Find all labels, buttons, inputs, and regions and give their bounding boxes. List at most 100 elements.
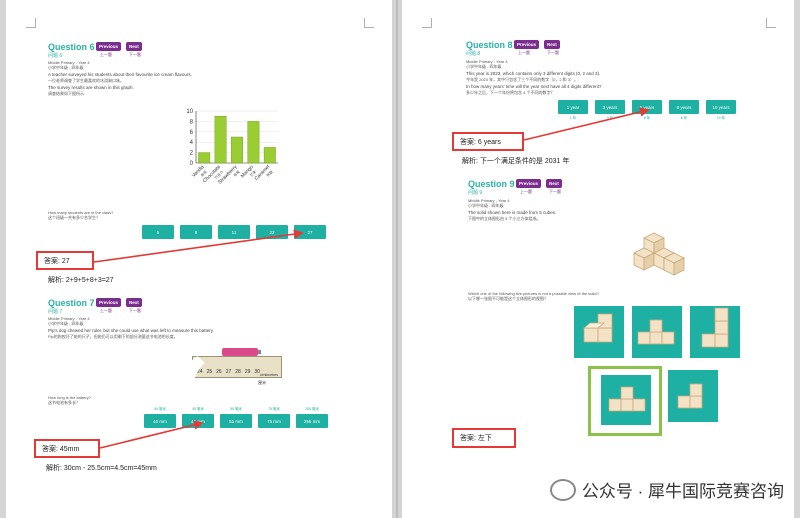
question-text-cn: 今年是 2023 年，其中只包含了三个不同的数字（0，2 和 3）。 (466, 77, 579, 82)
view-option-correct[interactable] (588, 366, 662, 436)
previous-button[interactable]: Previous (96, 42, 122, 51)
question-prompt-cn: 多少年之后，下一个年份将包含 4 个不同的数字？ (466, 90, 555, 95)
level-label: Middle Primary - Year 4 (48, 60, 90, 65)
option-caption: 10 年 (716, 116, 726, 120)
ruler-tick-label: 27 (225, 369, 232, 375)
question-prompt-cn: 以下哪一张图不可能是这个立体图形的视图？ (468, 296, 548, 301)
ruler-unit: centimetres (259, 373, 278, 377)
previous-button[interactable]: Previous (514, 40, 540, 49)
question-prompt: How long is the battery? (48, 395, 91, 400)
previous-caption: 上一题 (518, 50, 530, 55)
answer-box: 答案: 6 years (452, 132, 524, 151)
question-text-cn: 下图中的立体图形由 5 个小立方体组成。 (468, 216, 541, 221)
watermark: 公众号 · 犀牛国际竞赛咨询 (549, 477, 784, 502)
answer-box: 答案: 27 (36, 251, 94, 270)
answer-option[interactable]: 55 mm (220, 414, 252, 428)
question-prompt-cn: 这个班级一共有多少名学生？ (48, 215, 100, 220)
y-tick-label: 6 (190, 130, 194, 136)
ruler-unit-cn: 厘米 (258, 380, 266, 385)
previous-button[interactable]: Previous (516, 179, 542, 188)
question-prompt: In how many years' time will the year ne… (466, 84, 602, 89)
answer-option[interactable]: 5 (142, 225, 174, 239)
question-6-title: Question 6 (48, 42, 95, 52)
next-button[interactable]: Next (126, 42, 142, 51)
battery (222, 348, 258, 356)
next-caption: 下一题 (129, 52, 141, 57)
x-tick-label-cn: 芒果 (249, 169, 258, 178)
document-page-right: Question 8 问题 8 Previous 上一题 Next 下一题 Mi… (402, 0, 794, 518)
ruler-tick-label: 25 (206, 369, 213, 375)
question-8-subtitle: 问题 8 (466, 51, 481, 57)
crop-mark (364, 18, 374, 28)
question-text-cn: 一位老师调查了学生最喜欢的冰淇淋口味。 (48, 78, 124, 83)
bar-chocolate (214, 115, 227, 164)
next-button[interactable]: Next (546, 179, 562, 188)
option-caption: 45 毫米 (192, 407, 204, 411)
previous-caption: 上一题 (100, 308, 112, 313)
bar-strawberry (231, 136, 243, 164)
ice-cream-bar-chart: 0246810Vanilla香草Chocolate巧克力Strawberry草莓… (186, 109, 278, 186)
level-label-cn: 小学中年级 - 四年级 (466, 64, 502, 69)
ruler-tick-label: 24 (197, 369, 203, 375)
option-caption: 6 年 (643, 116, 651, 120)
ruler: 24 25 26 27 28 29 30 centimetres (192, 356, 282, 378)
question-text-cn: Pip的狗咬坏了她的尺子，但她仍可以用剩下的部分测量这节电池的长度。 (48, 334, 178, 339)
answer-option[interactable]: 6 years (632, 100, 662, 114)
level-label-cn: 小学中年级 - 四年级 (468, 203, 504, 208)
answer-option[interactable]: 27 (294, 225, 326, 239)
answer-option[interactable]: 40 mm (144, 414, 176, 428)
answer-option[interactable]: 9 (180, 225, 212, 239)
answer-option[interactable]: 11 (218, 225, 250, 239)
document-page-left: Question 6 问题 6 Previous 上一题 Next 下一题 Mi… (6, 0, 392, 518)
view-option[interactable] (690, 306, 740, 358)
option-caption: 40 毫米 (154, 407, 166, 411)
explanation-text: 解析: 30cm - 25.5cm=4.5cm=45mm (46, 465, 157, 472)
question-9-title: Question 9 (468, 179, 515, 189)
answer-box: 答案: 45mm (34, 439, 100, 458)
x-tick-label-cn: 焦糖 (265, 169, 274, 178)
answer-option[interactable]: 255 mm (296, 414, 328, 428)
question-text: A teacher surveyed his students about th… (48, 72, 192, 77)
level-label: Middle Primary - Year 4 (468, 198, 510, 203)
question-text: The survey results are shown in this gra… (48, 85, 134, 90)
next-button[interactable]: Next (126, 298, 142, 307)
view-option[interactable] (574, 306, 624, 358)
view-option[interactable] (668, 370, 718, 422)
next-caption: 下一题 (547, 50, 559, 55)
question-text: This year is 2023, which contains only 3… (466, 71, 601, 76)
option-caption: 1 年 (569, 116, 577, 120)
view-option[interactable] (632, 306, 682, 358)
x-tick-label-cn: 香草 (199, 169, 208, 178)
crop-mark (422, 18, 432, 28)
question-7-subtitle: 问题 7 (48, 309, 63, 315)
answer-option[interactable]: 1 year (558, 100, 588, 114)
battery-terminal (258, 350, 261, 354)
explanation-text: 解析: 2+9+5+8+3=27 (48, 277, 114, 284)
bar-caramel (263, 147, 276, 164)
x-tick-label-cn: 巧克力 (213, 169, 224, 180)
answer-option[interactable]: 3 years (595, 100, 625, 114)
answer-option[interactable]: 8 years (669, 100, 699, 114)
answer-option[interactable]: 10 years (706, 100, 736, 114)
level-label: Middle Primary - Year 4 (48, 316, 90, 321)
answer-box: 答案: 左下 (452, 428, 516, 448)
option-caption: 8 年 (680, 116, 688, 120)
option-caption: 3 年 (606, 116, 614, 120)
question-prompt: Which one of the following five pictures… (468, 291, 599, 296)
y-tick-label: 4 (190, 140, 194, 146)
answer-option[interactable]: 75 mm (258, 414, 290, 428)
bar-mango (247, 121, 260, 164)
explanation-text: 解析: 下一个满足条件的是 2031 年 (462, 158, 570, 165)
answer-option[interactable]: 45 mm (182, 414, 214, 428)
y-tick-label: 0 (190, 161, 194, 167)
bar-vanilla (198, 152, 211, 164)
next-button[interactable]: Next (544, 40, 560, 49)
watermark-text: 公众号 · 犀牛国际竞赛咨询 (581, 482, 784, 501)
next-caption: 下一题 (129, 308, 141, 313)
x-tick-label-cn: 草莓 (232, 169, 241, 178)
question-8-title: Question 8 (466, 40, 513, 50)
answer-option[interactable]: 22 (256, 225, 288, 239)
previous-button[interactable]: Previous (96, 298, 122, 307)
ruler-tick-label: 26 (216, 369, 222, 375)
level-label: Middle Primary - Year 4 (466, 59, 508, 64)
